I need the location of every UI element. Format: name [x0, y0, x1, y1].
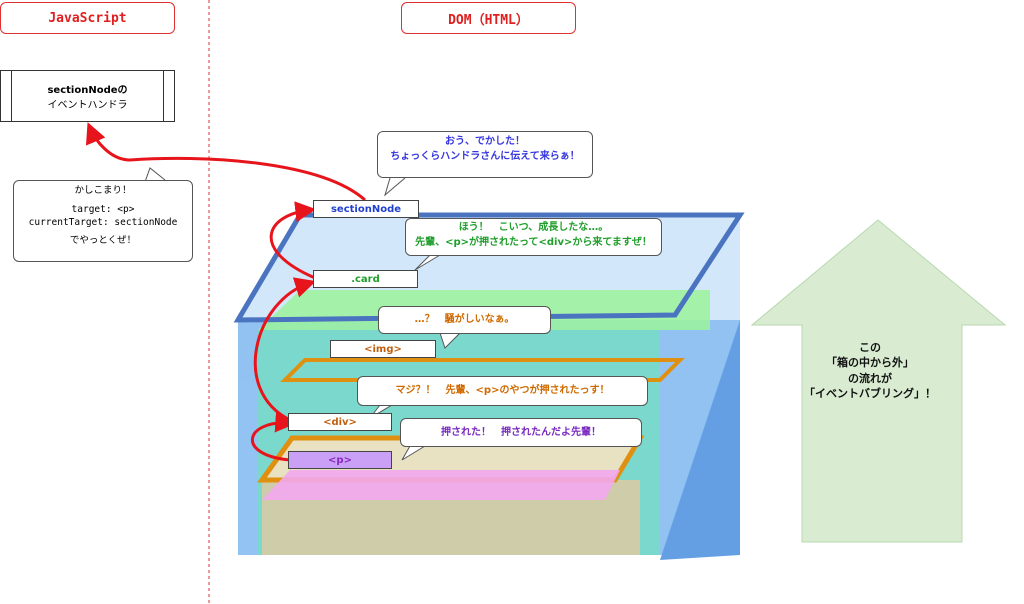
card-speech-bubble: ほう！ こいつ、成長したな…。 先輩、<p>が押されたって<div>から来てます… [405, 218, 662, 256]
card-bubble-line1: ほう！ こいつ、成長したな…。 [458, 222, 609, 233]
javascript-header: JavaScript [0, 2, 175, 34]
event-handler-box: sectionNodeの イベントハンドラ [0, 70, 175, 122]
img-box [280, 358, 685, 382]
handler-note-line2: target: <p> [71, 203, 135, 215]
img-node-tag: <img> [330, 340, 436, 358]
img-speech-bubble: …？ 騒がしいなぁ。 [378, 306, 551, 334]
p-speech-bubble: 押された！ 押されたんだよ先輩！ [400, 418, 642, 447]
handler-label-line2: イベントハンドラ [47, 100, 128, 111]
handler-speech-bubble: かしこまり！ target: <p> currentTarget: sectio… [13, 180, 193, 262]
card-to-section-arrow [269, 201, 317, 280]
section-bubble-line2: ちょっくらハンドラさんに伝えて来らぁ！ [390, 150, 580, 162]
arrow-label-line2: 「箱の中から外」 [826, 356, 914, 370]
p-box [262, 470, 620, 500]
dom-header: DOM（HTML） [401, 2, 576, 34]
div-node-tag: <div> [288, 413, 392, 431]
card-node-tag: .card [313, 270, 418, 288]
div-to-card-arrow [253, 277, 317, 422]
div-speech-bubble: マジ？！ 先輩、<p>のやつが押されたっす！ [357, 376, 648, 406]
section-node-tag: sectionNode [313, 200, 419, 218]
bubbling-arrow-shape [750, 219, 1007, 543]
arrow-label-line1: この [859, 341, 881, 354]
bubbling-arrow-label: この 「箱の中から外」 の流れが 「イベントバブリング」！ [790, 340, 950, 402]
p-to-div-arrow [251, 411, 297, 462]
arrow-label-line3: の流れが [848, 371, 892, 385]
handler-note-line3: currentTarget: sectionNode [28, 216, 178, 228]
section-bubble-line1: おう、でかした！ [445, 136, 525, 147]
section-to-handler-arrow [85, 122, 366, 202]
handler-label-line1: sectionNodeの [47, 85, 128, 96]
card-bubble-line2: 先輩、<p>が押されたって<div>から来てますぜ！ [415, 236, 652, 248]
section-frame [233, 212, 745, 323]
arrow-label-line4: 「イベントバブリング」！ [804, 387, 936, 401]
section-speech-bubble: おう、でかした！ ちょっくらハンドラさんに伝えて来らぁ！ [377, 131, 593, 178]
handler-note-line4: でやっとくぜ！ [69, 235, 137, 247]
p-node-tag: <p> [288, 451, 392, 469]
handler-note-line1: かしこまり！ [74, 185, 132, 196]
